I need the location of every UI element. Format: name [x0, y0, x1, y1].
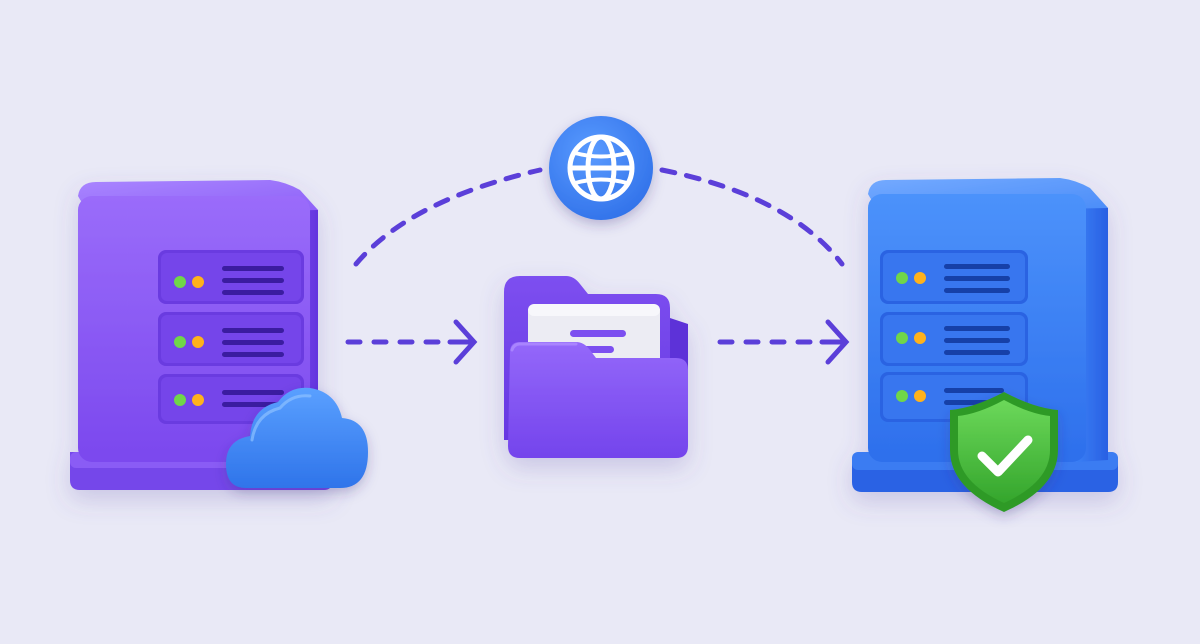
- status-led-green: [174, 394, 186, 406]
- rack-unit: [158, 250, 304, 304]
- status-led-yellow: [192, 394, 204, 406]
- rack-unit: [880, 250, 1028, 304]
- transfer-arrow-left: [345, 319, 478, 365]
- globe-icon: [549, 116, 653, 220]
- check-mark: [977, 435, 1033, 477]
- folder-icon: [504, 276, 688, 458]
- transfer-arrow-right: [717, 319, 850, 365]
- status-led-yellow: [192, 276, 204, 288]
- cloud-icon: [226, 387, 368, 488]
- status-led-yellow: [192, 336, 204, 348]
- status-led-green: [174, 276, 186, 288]
- shield-check-icon: [950, 392, 1058, 512]
- status-led-green: [896, 272, 908, 284]
- status-led-green: [896, 390, 908, 402]
- status-led-yellow: [914, 272, 926, 284]
- status-led-yellow: [914, 390, 926, 402]
- rack-unit: [158, 312, 304, 366]
- status-led-green: [174, 336, 186, 348]
- status-led-yellow: [914, 332, 926, 344]
- network-arc: [353, 167, 845, 267]
- status-led-green: [896, 332, 908, 344]
- rack-unit: [880, 312, 1028, 366]
